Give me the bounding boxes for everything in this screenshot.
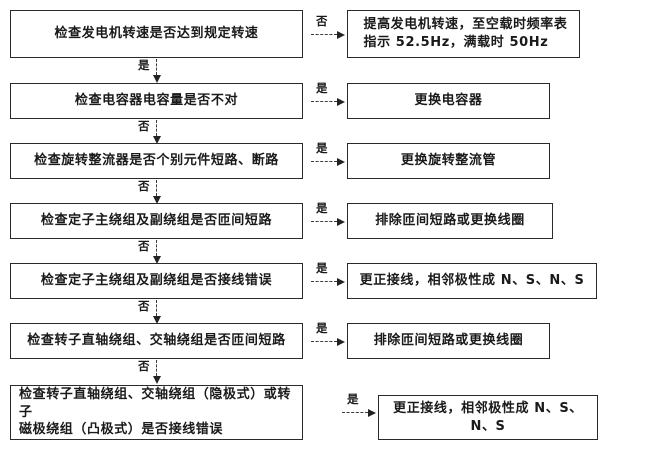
action-box-1[interactable]: 提高发电机转速，至空载时频率表 指示 52.5Hz，满载时 50Hz xyxy=(347,10,580,58)
decision-box-5-label: 检查定子主绕组及副绕组是否接线错误 xyxy=(40,273,273,289)
flow-connector-3 xyxy=(152,180,161,204)
decision-box-6-label: 检查转子直轴绕组、交轴绕组是否匝间短路 xyxy=(27,333,286,349)
branch-label-7: 是 xyxy=(347,392,359,406)
branch-connector-5 xyxy=(311,277,345,286)
decision-box-4-label: 检查定子主绕组及副绕组是否匝间短路 xyxy=(40,213,273,229)
action-box-7[interactable]: 更正接线，相邻极性成 N、S、N、S xyxy=(378,395,598,440)
branch-connector-2 xyxy=(311,97,345,106)
branch-connector-6 xyxy=(311,337,345,346)
flow-label-5: 否 xyxy=(138,299,150,313)
action-box-6[interactable]: 排除匝间短路或更换线圈 xyxy=(347,323,550,359)
decision-box-3-label: 检查旋转整流器是否个别元件短路、断路 xyxy=(34,153,279,169)
action-box-2[interactable]: 更换电容器 xyxy=(347,83,550,119)
flow-label-3: 否 xyxy=(138,179,150,193)
decision-box-4[interactable]: 检查定子主绕组及副绕组是否匝间短路 xyxy=(10,203,303,239)
action-box-6-label: 排除匝间短路或更换线圈 xyxy=(373,333,524,349)
flow-label-1: 是 xyxy=(138,58,150,72)
branch-connector-3 xyxy=(311,157,345,166)
decision-box-2[interactable]: 检查电容器电容量是否不对 xyxy=(10,83,303,119)
flow-connector-2 xyxy=(152,120,161,144)
decision-box-5[interactable]: 检查定子主绕组及副绕组是否接线错误 xyxy=(10,263,303,299)
action-box-3-label: 更换旋转整流管 xyxy=(400,153,497,169)
action-box-2-label: 更换电容器 xyxy=(414,93,483,109)
action-box-5[interactable]: 更正接线，相邻极性成 N、S、N、S xyxy=(347,263,597,299)
action-box-7-label: 更正接线，相邻极性成 N、S、N、S xyxy=(393,400,583,434)
flow-label-6: 否 xyxy=(138,359,150,373)
flow-connector-5 xyxy=(152,300,161,324)
flow-connector-6 xyxy=(152,360,161,384)
flow-label-4: 否 xyxy=(138,239,150,253)
flow-label-2: 否 xyxy=(138,119,150,133)
branch-label-2: 是 xyxy=(316,81,328,95)
decision-box-7[interactable]: 检查转子直轴绕组、交轴绕组（隐极式）或转子 磁极绕组（凸极式）是否接线错误 xyxy=(10,385,303,440)
flow-connector-4 xyxy=(152,240,161,264)
action-box-5-label: 更正接线，相邻极性成 N、S、N、S xyxy=(359,273,585,289)
branch-label-3: 是 xyxy=(316,141,328,155)
flow-connector-1 xyxy=(152,59,161,83)
action-box-4[interactable]: 排除匝间短路或更换线圈 xyxy=(347,203,553,239)
branch-connector-1 xyxy=(311,30,345,39)
branch-label-6: 是 xyxy=(316,321,328,335)
branch-label-5: 是 xyxy=(316,261,328,275)
branch-connector-7 xyxy=(342,408,376,417)
branch-connector-4 xyxy=(311,217,345,226)
branch-label-1: 否 xyxy=(316,14,328,28)
decision-box-6[interactable]: 检查转子直轴绕组、交轴绕组是否匝间短路 xyxy=(10,323,303,359)
decision-box-1-label: 检查发电机转速是否达到规定转速 xyxy=(54,26,259,42)
decision-box-3[interactable]: 检查旋转整流器是否个别元件短路、断路 xyxy=(10,143,303,179)
decision-box-7-label: 检查转子直轴绕组、交轴绕组（隐极式）或转子 磁极绕组（凸极式）是否接线错误 xyxy=(19,386,292,438)
decision-box-1[interactable]: 检查发电机转速是否达到规定转速 xyxy=(10,10,303,58)
action-box-3[interactable]: 更换旋转整流管 xyxy=(347,143,550,179)
action-box-4-label: 排除匝间短路或更换线圈 xyxy=(375,213,525,229)
branch-label-4: 是 xyxy=(316,201,328,215)
decision-box-2-label: 检查电容器电容量是否不对 xyxy=(74,93,239,109)
action-box-1-label: 提高发电机转速，至空载时频率表 指示 52.5Hz，满载时 50Hz xyxy=(363,17,568,50)
